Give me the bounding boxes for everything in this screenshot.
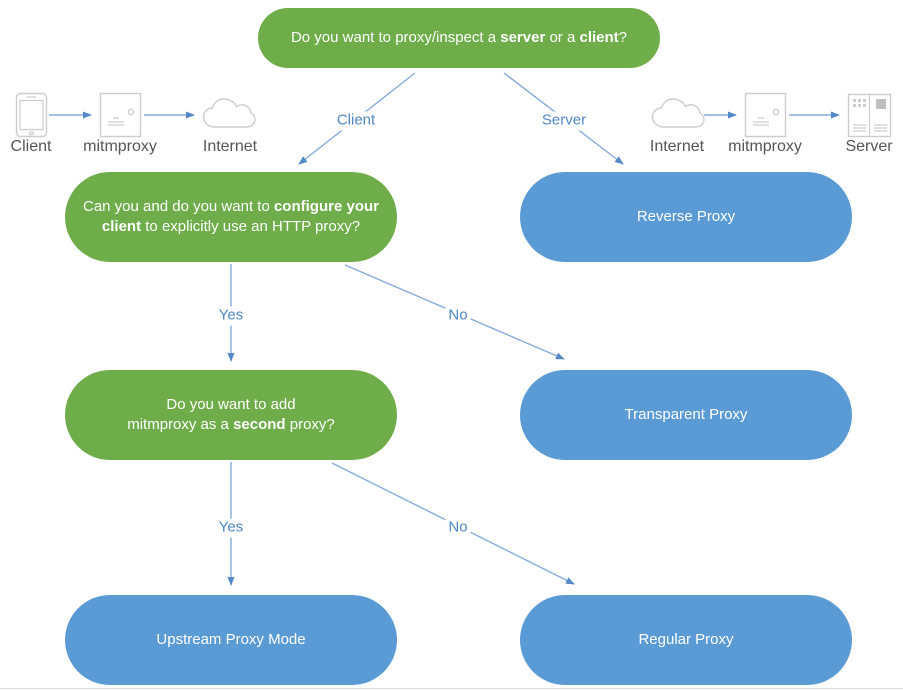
reverse-proxy-label: Reverse Proxy (636, 208, 736, 225)
second-proxy-line2: mitmproxy as a second proxy? (127, 416, 335, 433)
server-tower-icon (99, 92, 142, 138)
regular-proxy-label: Regular Proxy (638, 631, 734, 648)
right-server-label: Server (845, 138, 893, 155)
bottom-divider (0, 688, 903, 689)
node-transparent-proxy: Transparent Proxy (520, 370, 852, 460)
cloud-icon (202, 98, 256, 128)
node-second-proxy-question: Do you want to add mitmproxy as a second… (65, 370, 397, 460)
phone-icon (15, 92, 48, 138)
configure-question-line1: Can you and do you want to configure you… (83, 198, 379, 215)
configure-question-line2: client to explicitly use an HTTP proxy? (101, 218, 361, 235)
node-configure-question: Can you and do you want to configure you… (65, 172, 397, 262)
left-client-label: Client (10, 138, 52, 155)
edge-label-no-1: No (445, 306, 471, 326)
edge-label-server: Server (538, 111, 590, 131)
transparent-proxy-label: Transparent Proxy (624, 406, 748, 423)
server-tower-icon (744, 92, 787, 138)
edge-label-yes-1: Yes (215, 306, 247, 326)
edge-label-no-2: No (445, 518, 471, 538)
server-rack-icon (847, 93, 892, 138)
edge-label-yes-2: Yes (215, 518, 247, 538)
right-proxy-label: mitmproxy (728, 138, 802, 155)
node-regular-proxy: Regular Proxy (520, 595, 852, 685)
right-internet-label: Internet (649, 138, 705, 155)
edge-label-client: Client (333, 111, 379, 131)
cloud-icon (651, 98, 705, 128)
node-root-question: Do you want to proxy/inspect a server or… (258, 8, 660, 68)
upstream-proxy-label: Upstream Proxy Mode (156, 631, 306, 648)
second-proxy-line1: Do you want to add (166, 396, 296, 413)
root-question-text: Do you want to proxy/inspect a server or… (290, 29, 628, 46)
node-reverse-proxy: Reverse Proxy (520, 172, 852, 262)
left-internet-label: Internet (202, 138, 258, 155)
left-proxy-label: mitmproxy (83, 138, 157, 155)
node-upstream-proxy: Upstream Proxy Mode (65, 595, 397, 685)
